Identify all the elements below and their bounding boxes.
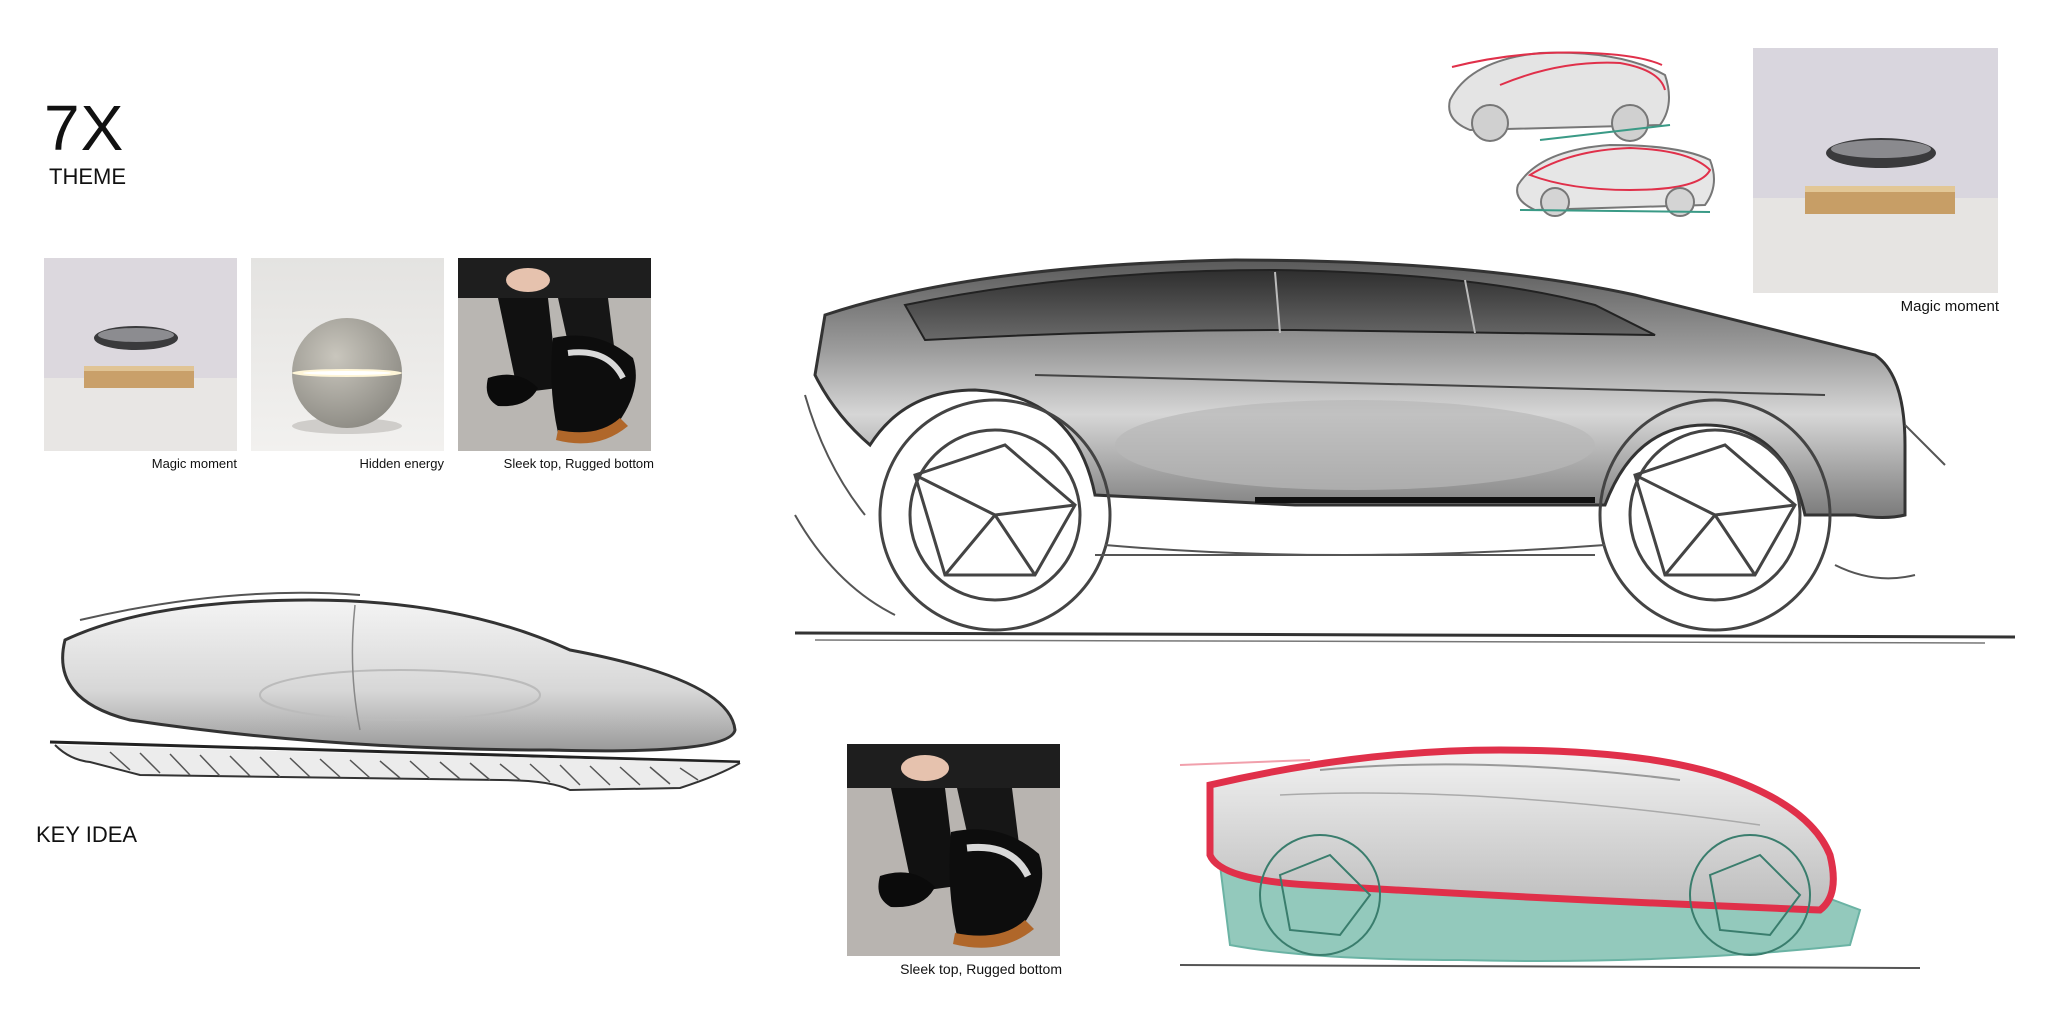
hidden-energy-photo	[251, 258, 444, 451]
theme-label: THEME	[49, 164, 126, 189]
main-car-sketch	[775, 245, 2035, 655]
sleek-top-photo	[458, 258, 651, 451]
levitating-disc-icon-large	[1753, 48, 1998, 293]
sleek-top-caption: Sleek top, Rugged bottom	[503, 456, 654, 471]
floating-body-icon	[49, 591, 741, 792]
car-sketch-small-icon	[1448, 51, 1671, 142]
shoe-icon-large	[847, 744, 1060, 956]
key-idea-sketch	[30, 580, 750, 810]
theme-number: 7X	[44, 92, 125, 164]
sleek-top-photo-large	[847, 744, 1060, 956]
car-sketch-icon	[794, 258, 2016, 644]
small-sketch-1	[1440, 45, 1680, 145]
levitating-disc-icon	[44, 258, 237, 451]
glowing-sphere-icon	[251, 258, 444, 451]
shoe-icon	[458, 258, 651, 451]
sleek-top-caption-large: Sleek top, Rugged bottom	[900, 961, 1062, 977]
colored-car-sketch	[1160, 735, 1960, 975]
car-sketch-small-icon-2	[1516, 143, 1715, 217]
key-idea-label: KEY IDEA	[36, 822, 138, 847]
magic-moment-caption-large: Magic moment	[1900, 298, 1999, 315]
hidden-energy-caption: Hidden energy	[359, 456, 444, 471]
magic-moment-photo-large	[1753, 48, 1998, 293]
car-sketch-colored-icon	[1179, 746, 1921, 969]
magic-moment-caption: Magic moment	[151, 456, 237, 471]
magic-moment-photo	[44, 258, 237, 451]
small-sketch-2	[1510, 140, 1720, 225]
